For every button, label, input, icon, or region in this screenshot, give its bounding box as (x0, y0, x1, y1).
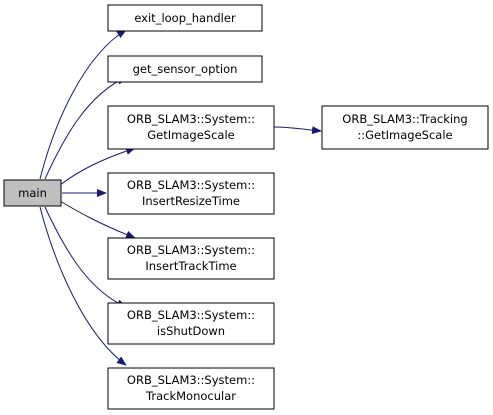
edge-system-getimagescale-tracking-getimagescale (273, 126, 322, 135)
node-get-sensor-option-label: get_sensor_option (133, 62, 238, 76)
node-system-inserttracktime[interactable]: ORB_SLAM3::System:: InsertTrackTime (107, 237, 275, 280)
node-system-isshutdown-line1: ORB_SLAM3::System:: (127, 308, 255, 322)
node-main-label: main (18, 186, 47, 200)
node-exit-loop-handler-label: exit_loop_handler (134, 11, 236, 25)
node-system-isshutdown[interactable]: ORB_SLAM3::System:: isShutDown (107, 302, 275, 345)
node-system-getimagescale-line1: ORB_SLAM3::System:: (127, 112, 255, 126)
node-tracking-getimagescale[interactable]: ORB_SLAM3::Tracking ::GetImageScale (321, 105, 489, 150)
node-system-insertresizetime-line1: ORB_SLAM3::System:: (127, 178, 255, 192)
node-system-trackmonocular-line1: ORB_SLAM3::System:: (127, 373, 255, 387)
node-system-getimagescale[interactable]: ORB_SLAM3::System:: GetImageScale (107, 105, 275, 150)
edge-main-system-inserttracktime (59, 200, 136, 239)
edge-main-system-trackmonocular (39, 206, 127, 366)
node-main[interactable]: main (3, 179, 62, 207)
node-system-inserttracktime-line2: InsertTrackTime (145, 259, 236, 273)
node-system-trackmonocular-line2: TrackMonocular (145, 389, 236, 403)
node-system-trackmonocular[interactable]: ORB_SLAM3::System:: TrackMonocular (107, 367, 275, 410)
edge-main-system-getimagescale (59, 147, 136, 186)
node-tracking-getimagescale-line2: ::GetImageScale (357, 128, 452, 142)
node-get-sensor-option[interactable]: get_sensor_option (107, 55, 263, 83)
node-exit-loop-handler[interactable]: exit_loop_handler (107, 4, 263, 32)
edge-main-exit-loop-handler (39, 29, 127, 180)
edges (39, 29, 322, 366)
edge-main-system-isshutdown (44, 206, 127, 308)
node-system-insertresizetime-line2: InsertResizeTime (142, 194, 240, 208)
node-system-insertresizetime[interactable]: ORB_SLAM3::System:: InsertResizeTime (107, 172, 275, 215)
node-system-inserttracktime-line1: ORB_SLAM3::System:: (127, 243, 255, 257)
edge-main-get-sensor-option (44, 76, 127, 180)
node-tracking-getimagescale-line1: ORB_SLAM3::Tracking (342, 112, 467, 126)
node-system-getimagescale-line2: GetImageScale (147, 128, 234, 142)
node-system-isshutdown-line2: isShutDown (157, 324, 225, 338)
